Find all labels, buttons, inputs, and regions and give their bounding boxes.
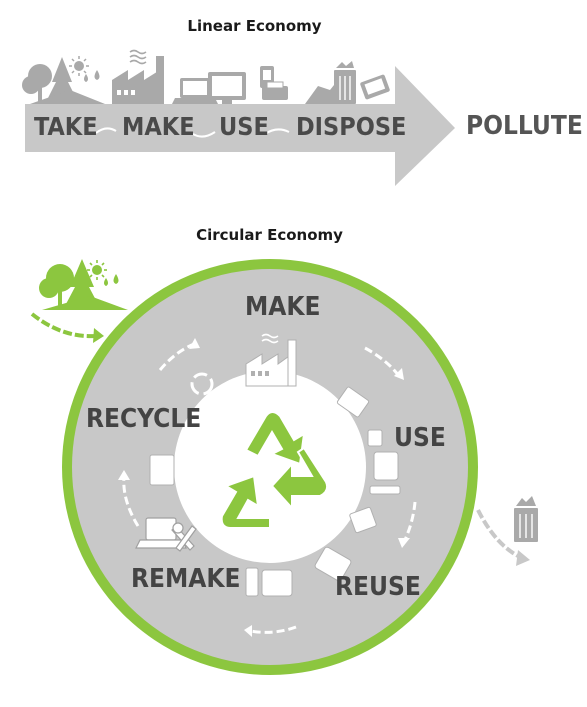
inflow-arrow <box>30 312 104 343</box>
circular-step-make: MAKE <box>245 292 321 322</box>
trash-can-icon <box>514 496 538 542</box>
linear-connectors <box>95 127 290 138</box>
outflow-arrow <box>476 509 530 566</box>
circular-step-reuse: REUSE <box>335 572 421 602</box>
phone-ring-icon <box>367 429 383 447</box>
monitor-ring-icon <box>369 451 401 495</box>
small-recycle-icon <box>190 372 214 396</box>
tablet-ring-icon <box>245 546 352 597</box>
circular-water-drops-icon <box>104 274 119 286</box>
laptop-icon <box>172 78 218 104</box>
trees-icon <box>22 57 105 104</box>
factory-ring-icon <box>245 333 297 387</box>
factory-icon <box>112 49 164 104</box>
recycle-icon <box>220 411 329 529</box>
linear-arrow <box>25 66 455 186</box>
circular-sun-icon <box>87 260 107 280</box>
cycle-arrowheads <box>118 338 410 637</box>
sun-icon <box>69 56 89 76</box>
trash-pile-icon <box>305 61 390 104</box>
laptop-ring-icon <box>336 386 370 418</box>
circular-economy-title: Circular Economy <box>196 226 343 244</box>
monitor-left-icon <box>149 454 175 486</box>
circular-step-recycle: RECYCLE <box>86 404 202 434</box>
inner-white-circle <box>174 371 366 563</box>
circular-step-remake: REMAKE <box>131 564 241 594</box>
linear-economy-title: Linear Economy <box>187 17 322 35</box>
step-use: USE <box>219 112 269 141</box>
step-pollute: POLLUTE <box>466 111 583 141</box>
step-take: TAKE <box>34 112 98 141</box>
printer-ring-icon <box>349 506 377 534</box>
circular-step-use: USE <box>394 423 446 453</box>
circular-trees-icon <box>39 259 128 310</box>
step-make: MAKE <box>122 112 195 141</box>
printer-icon <box>260 66 288 100</box>
step-dispose: DISPOSE <box>296 112 407 141</box>
tools-icon <box>135 517 197 552</box>
monitor-icon <box>208 72 246 104</box>
water-drops-icon <box>84 70 100 82</box>
